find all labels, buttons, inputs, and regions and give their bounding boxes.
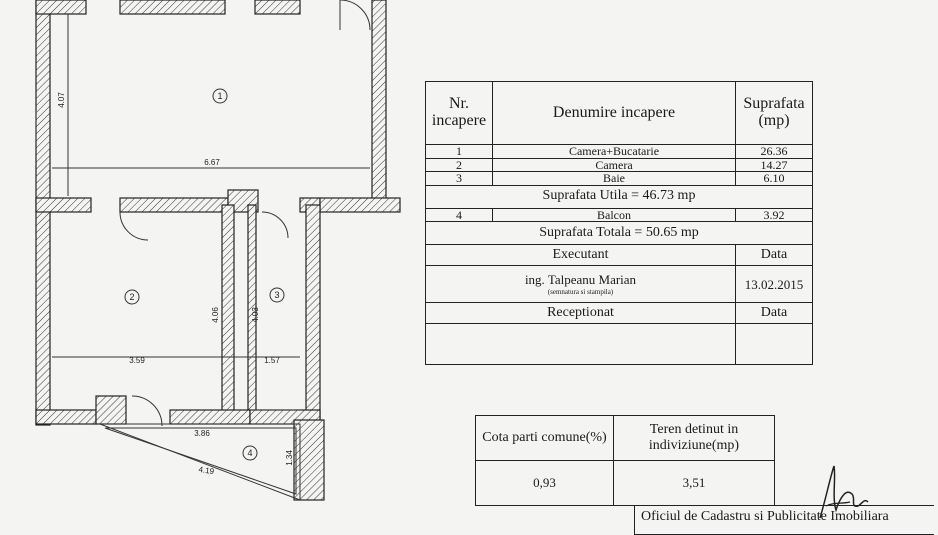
- row-1-nr: 1: [425, 144, 493, 159]
- row-1-name: Camera+Bucatarie: [492, 144, 736, 159]
- header-name: Denumire incapere: [492, 81, 736, 145]
- rooms-table: Nr. incapere Denumire incapere Suprafata…: [425, 81, 813, 366]
- room-2-label: 2: [129, 292, 134, 302]
- cota-value: 0,93: [475, 460, 614, 506]
- room-1-marker: [212, 88, 228, 104]
- stamp-text: Oficiul de Cadastru si Publicitate Imobi…: [641, 509, 889, 524]
- wall-bottom-1: [35, 409, 97, 425]
- door-swing-2: [119, 211, 149, 241]
- dim-4-06: 4.06: [211, 307, 220, 323]
- row-3-nr: 3: [425, 171, 493, 186]
- door-swing-balcony: [131, 395, 163, 427]
- wall-right-top: [371, 0, 387, 201]
- row-1-area: 26.36: [735, 144, 813, 159]
- room-3-label: 3: [274, 290, 279, 300]
- floor-plan: 1 2 3 4 4.07 6.67 4.06 4.03 3.59 1.57 3.…: [35, 0, 401, 501]
- balcon-area: 3.92: [735, 207, 813, 223]
- cota-header: Cota parti comune(%): [475, 415, 614, 461]
- row-3-area: 6.10: [735, 171, 813, 186]
- balcony-inner: [104, 427, 297, 495]
- wall-bottom-2: [95, 395, 127, 425]
- receptionat-label: Receptionat: [425, 302, 736, 325]
- wall-balcony-right: [293, 419, 325, 501]
- door-swing-3: [261, 211, 289, 239]
- room-4-marker: [242, 445, 258, 461]
- teren-header: Teren detinut in indiviziune(mp): [613, 415, 775, 461]
- wall-top-2: [119, 0, 226, 15]
- executant-label: Executant: [425, 244, 736, 267]
- door-swing-entry: [339, 0, 371, 31]
- cadastru-stamp: Oficiul de Cadastru si Publicitate Imobi…: [634, 505, 934, 535]
- wall-mid-2: [119, 197, 229, 213]
- suprafata-totala: Suprafata Totala = 50.65 mp: [425, 221, 813, 246]
- dim-3-59: 3.59: [129, 356, 145, 365]
- dim-4-03: 4.03: [251, 307, 260, 323]
- row-3-name: Baie: [492, 171, 736, 186]
- balcon-nr: 4: [425, 207, 493, 223]
- executant-date: 13.02.2015: [735, 265, 813, 304]
- room-4-label: 4: [247, 448, 252, 458]
- wall-partition-1: [221, 204, 235, 416]
- suprafata-utila: Suprafata Utila = 46.73 mp: [425, 184, 813, 209]
- wall-mid-5: [319, 197, 401, 213]
- row-2-name: Camera: [492, 157, 736, 173]
- executant-note: (semnatura si stampila): [547, 287, 614, 296]
- room-3-marker: [269, 287, 285, 303]
- dim-1-34: 1.34: [285, 450, 294, 466]
- executant-cell: ing. Talpeanu Marian (semnatura si stamp…: [425, 265, 736, 304]
- data-label-2: Data: [735, 302, 813, 325]
- row-2-area: 14.27: [735, 157, 813, 173]
- room-1-label: 1: [217, 91, 222, 101]
- executant-name: ing. Talpeanu Marian: [524, 271, 637, 287]
- dim-4-19: 4.19: [198, 465, 215, 476]
- wall-left-bottom: [35, 199, 51, 426]
- wall-mid-1: [35, 197, 92, 213]
- wall-bottom-3: [169, 409, 251, 425]
- wall-right-bottom: [305, 204, 321, 426]
- balcony-outline: [99, 423, 301, 501]
- dim-4-07: 4.07: [57, 92, 66, 108]
- wall-top-1: [35, 0, 87, 15]
- header-nr: Nr. incapere: [425, 81, 493, 145]
- balcon-name: Balcon: [492, 207, 736, 223]
- wall-left-top: [35, 0, 51, 201]
- wall-top-3: [254, 0, 301, 15]
- dim-6-67: 6.67: [204, 158, 220, 167]
- data-label: Data: [735, 244, 813, 267]
- teren-value: 3,51: [613, 460, 775, 506]
- dim-3-86: 3.86: [194, 429, 210, 438]
- cota-table: Cota parti comune(%) Teren detinut in in…: [475, 415, 775, 506]
- header-area: Suprafata (mp): [735, 81, 813, 145]
- dim-1-57: 1.57: [264, 356, 280, 365]
- row-2-nr: 2: [425, 157, 493, 173]
- receptionat-blank: [425, 323, 736, 366]
- room-2-marker: [124, 289, 140, 305]
- receptionat-date-blank: [735, 323, 813, 366]
